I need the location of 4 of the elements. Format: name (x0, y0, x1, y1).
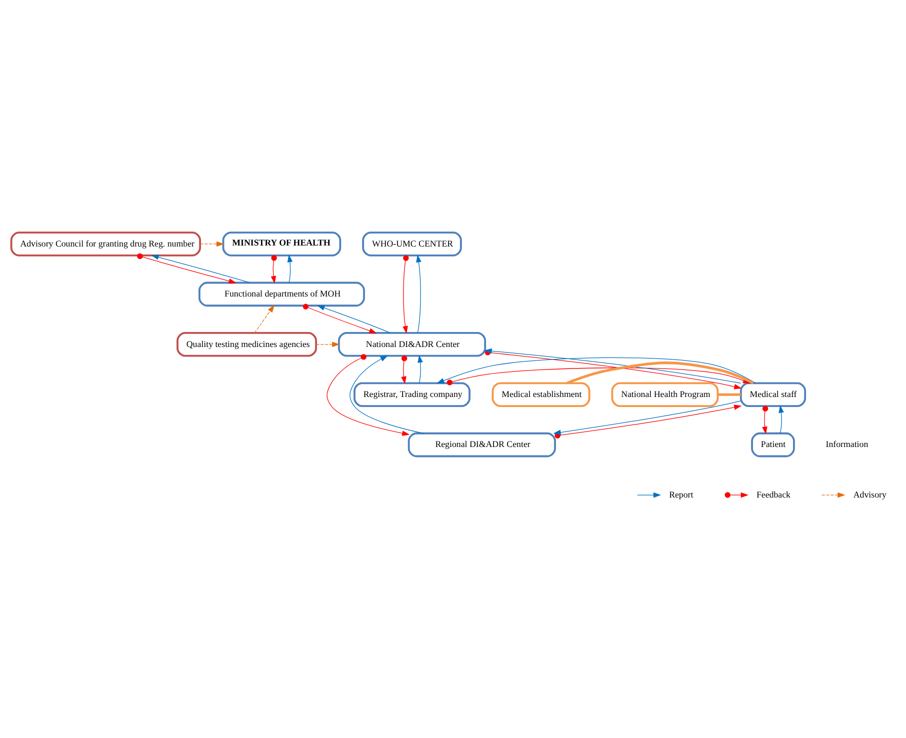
legend-label: Report (669, 488, 694, 499)
label: Information (826, 438, 868, 449)
legend-label: Advisory (853, 488, 886, 499)
legend-label: Feedback (756, 488, 790, 499)
